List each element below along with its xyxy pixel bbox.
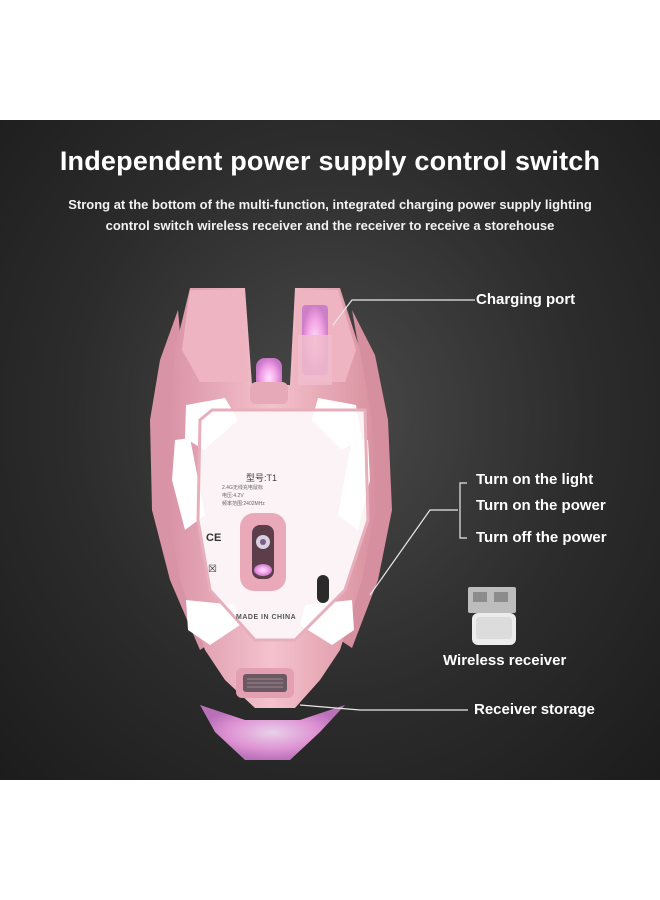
bottom-light-glow xyxy=(200,705,345,760)
callout-line-charging-port xyxy=(332,299,475,326)
mouse-left-side xyxy=(150,310,215,650)
callout-line-switch xyxy=(369,509,458,596)
spec-line-2: 电压:4.2V xyxy=(222,493,244,499)
spec-line-1: 2.4G无线充电鼠标 xyxy=(222,485,263,491)
mouse-right-side xyxy=(340,310,392,648)
foot-bottom-left xyxy=(186,600,240,645)
scroll-wheel-housing xyxy=(250,382,288,404)
callout-turn-on-power: Turn on the power xyxy=(476,497,606,514)
foot-mid-left xyxy=(172,438,205,530)
product-panel: Independent power supply control switch … xyxy=(0,120,660,780)
foot-mid-right xyxy=(338,438,370,530)
left-button xyxy=(182,290,248,382)
charging-port-housing xyxy=(298,335,332,385)
callout-receiver-storage: Receiver storage xyxy=(474,701,595,718)
callout-turn-on-light: Turn on the light xyxy=(476,471,594,488)
recycle-bin-icon: ☒ xyxy=(208,564,217,575)
callout-charging-port: Charging port xyxy=(476,291,576,308)
usb-receiver xyxy=(468,587,516,645)
ce-mark: CE xyxy=(206,532,222,544)
power-switch xyxy=(317,575,329,603)
subheading-line-1: Strong at the bottom of the multi-functi… xyxy=(68,197,592,212)
callout-bracket-switch xyxy=(459,482,467,539)
mouse-illustration xyxy=(150,288,516,760)
spec-line-3: 频率范围:2402MHz xyxy=(222,501,265,507)
callout-wireless-receiver: Wireless receiver xyxy=(443,652,567,669)
callout-turn-off-power: Turn off the power xyxy=(476,529,607,546)
callout-line-storage xyxy=(299,704,468,711)
foot-bottom-right xyxy=(300,600,354,645)
subheading-line-2: control switch wireless receiver and the… xyxy=(105,218,555,233)
model-label: 型号:T1 xyxy=(246,473,278,483)
made-in-label: MADE IN CHINA xyxy=(236,614,297,621)
heading: Independent power supply control switch xyxy=(59,146,601,176)
subheading: Strong at the bottom of the multi-functi… xyxy=(60,194,600,236)
sensor-glow xyxy=(254,564,272,576)
